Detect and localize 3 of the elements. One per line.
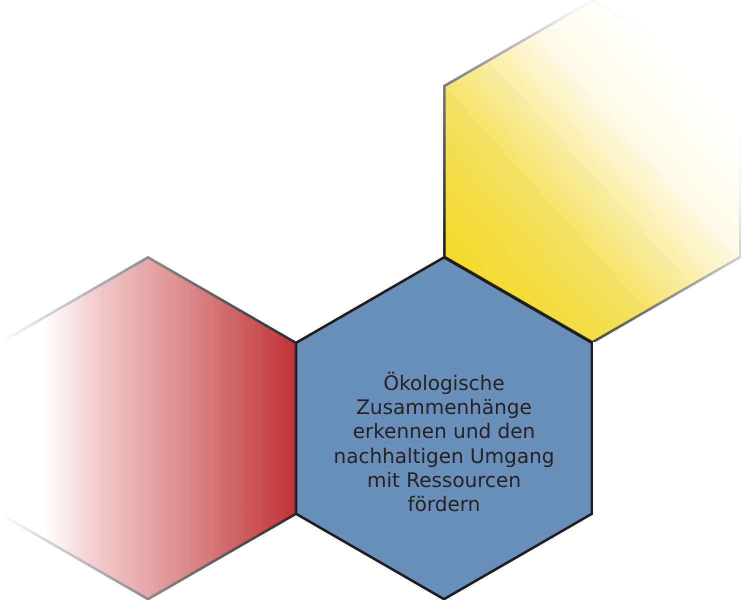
hexagon-label: Ökologische Zusammenhänge erkennen und den nachhaltigen Umgang mit Ressourcen fördern	[332, 370, 556, 516]
hexagon	[296, 256, 594, 600]
hexagon	[442, 0, 742, 342]
